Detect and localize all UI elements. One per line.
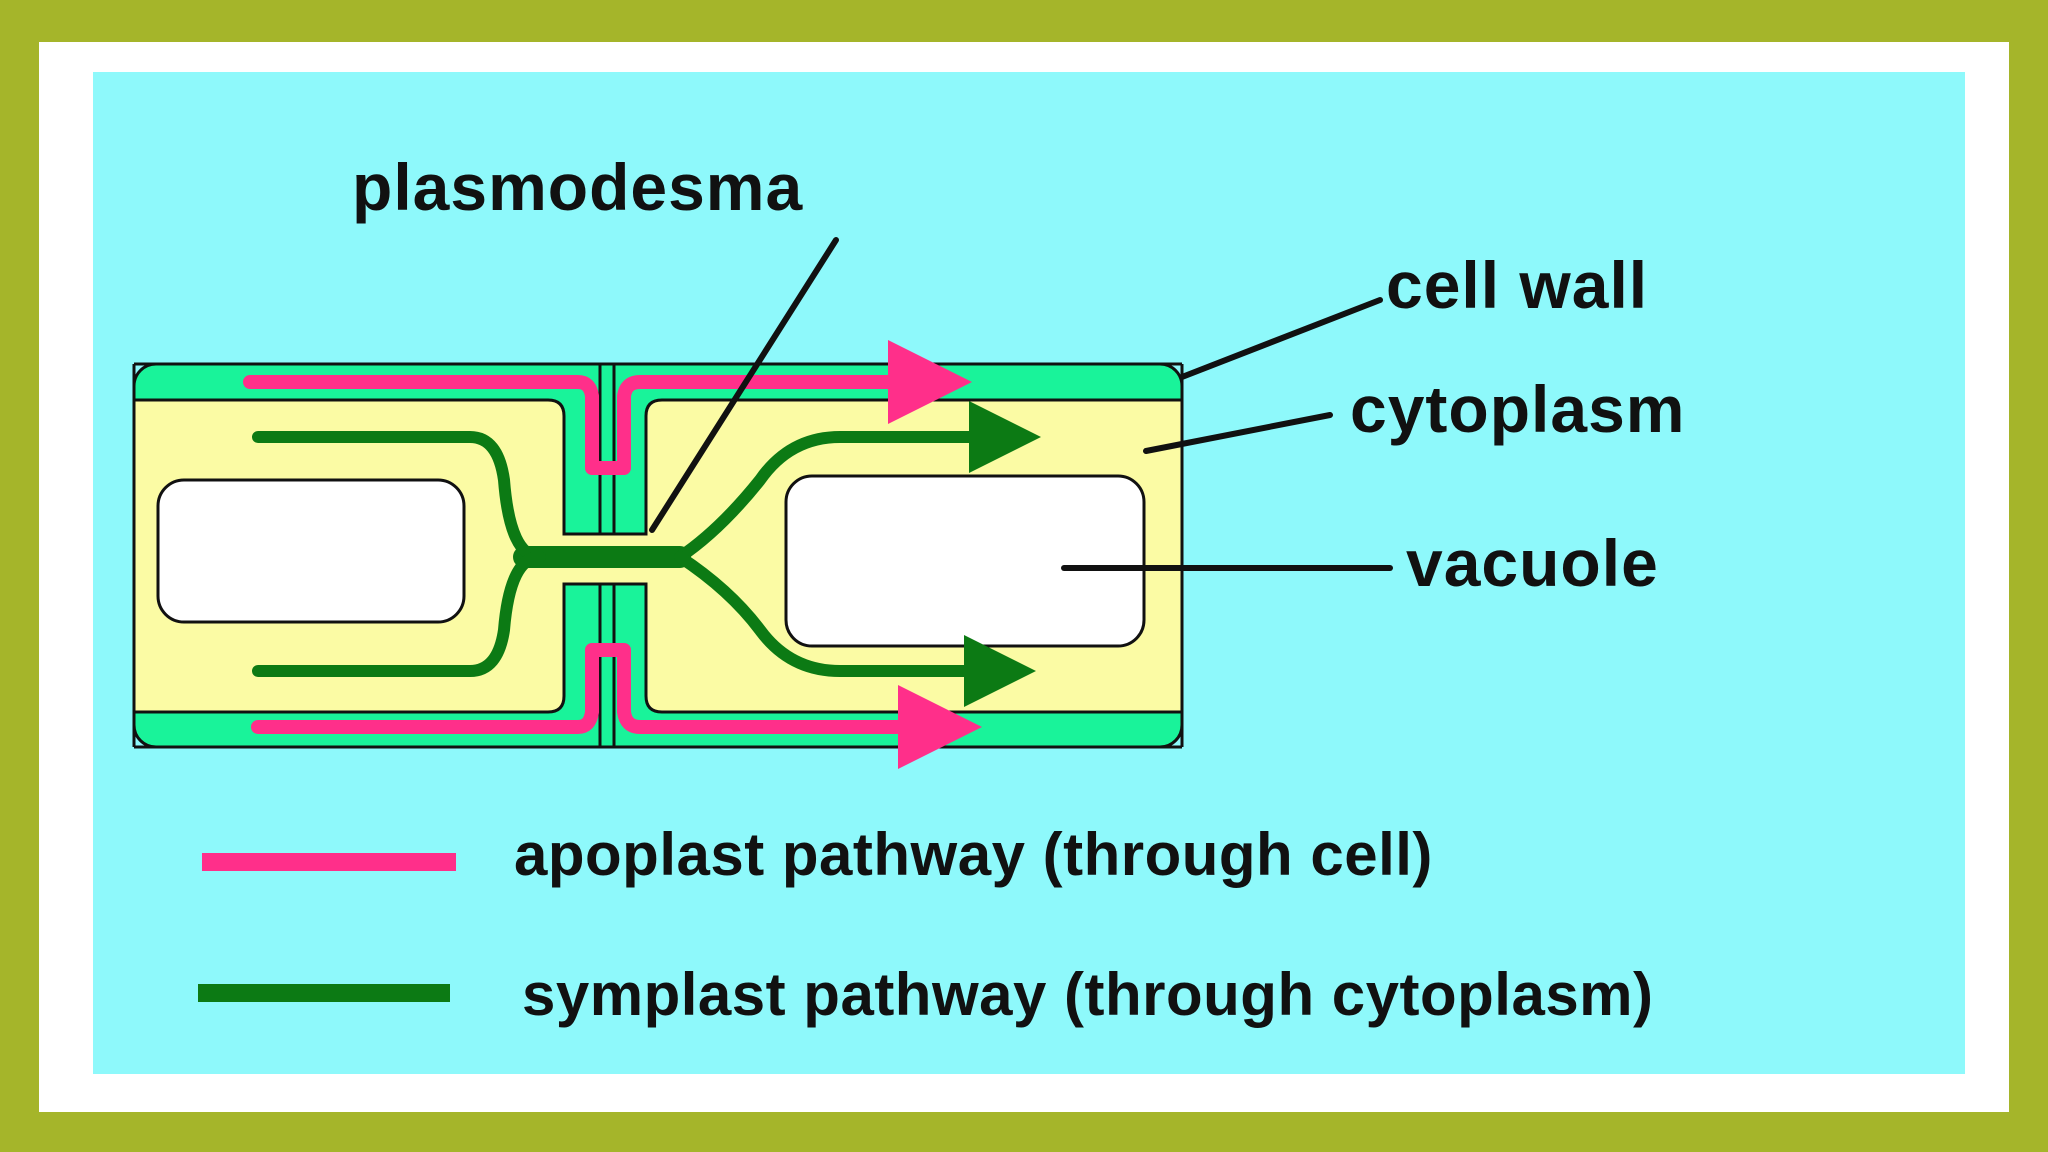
cell-wall-leader-line: [1179, 297, 1383, 380]
plasmodesma-label: plasmodesma: [352, 150, 804, 224]
symplast-legend-text: symplast pathway (through cytoplasm): [522, 961, 1654, 1028]
cell-wall-label: cell wall: [1386, 248, 1649, 322]
symplast-path-lower-right: [674, 551, 1036, 707]
plasmodesma-leader-line: [649, 237, 839, 533]
cytoplasm-leader-line: [1143, 412, 1333, 454]
left-vacuole: [156, 478, 466, 624]
leader-lines: [649, 237, 1393, 571]
symplast-path-upper-right: [674, 401, 1041, 563]
apoplast-legend-text: apoplast pathway (through cell): [514, 821, 1433, 888]
vacuole-label: vacuole: [1406, 526, 1659, 600]
symplast-path-upper-left: [252, 431, 546, 563]
cytoplasm-label: cytoplasm: [1350, 372, 1686, 446]
apoplast-path-top: [243, 340, 972, 475]
right-vacuole: [784, 474, 1146, 648]
symplast-pathways: [252, 401, 1041, 707]
apoplast-path-bottom: [251, 643, 982, 769]
apoplast-pathways: [243, 340, 982, 769]
symplast-path-lower-left: [252, 551, 546, 677]
